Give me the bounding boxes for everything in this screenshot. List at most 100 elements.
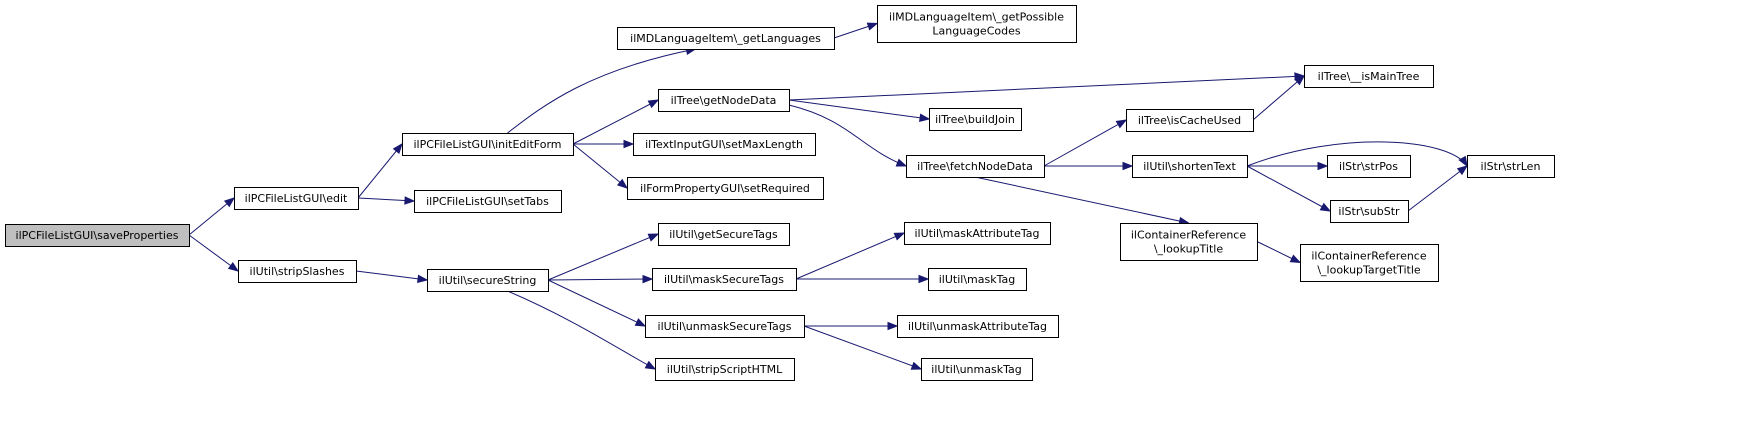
node-box [1300, 244, 1439, 282]
node-box [1126, 109, 1254, 132]
edge-line [355, 270, 428, 281]
node-str-len[interactable]: ilStr\strLen [1467, 155, 1555, 178]
edge-unmask-secure-tags-to-unmask-tag [803, 325, 923, 370]
edge-line [974, 176, 1189, 224]
edge-strip-slashes-to-secure-string [355, 270, 429, 283]
node-lookup-target-title[interactable]: ilContainerReference\_lookupTargetTitle [1300, 244, 1439, 282]
arrow-head-icon [1456, 165, 1469, 176]
node-edit[interactable]: ilPCFileListGUI\edit [234, 187, 359, 210]
arrow-head-icon [223, 197, 236, 208]
arrow-head-icon [893, 232, 906, 241]
edge-mask-secure-tags-to-mask-tag [796, 274, 930, 284]
node-init-edit-form[interactable]: ilPCFileListGUI\initEditForm [402, 133, 574, 156]
edge-line [507, 290, 656, 370]
node-box [633, 133, 816, 156]
node-get-possible-language-codes[interactable]: ilMDLanguageItem\_getPossibleLanguageCod… [877, 5, 1077, 43]
node-label: ilUtil\getSecureTags [669, 228, 778, 241]
edge-get-languages-to-get-possible-language-codes [833, 22, 879, 39]
node-unmask-tag[interactable]: ilUtil\unmaskTag [921, 358, 1033, 381]
node-label: ilUtil\secureString [439, 274, 537, 287]
node-strip-script-html[interactable]: ilUtil\stripScriptHTML [655, 358, 795, 381]
node-box [904, 222, 1051, 245]
node-mask-secure-tags[interactable]: ilUtil\maskSecureTags [652, 268, 797, 291]
edge-sub-str-to-str-len [1407, 165, 1469, 212]
arrow-head-icon [918, 274, 930, 284]
node-box [627, 177, 824, 200]
node-unmask-secure-tags[interactable]: ilUtil\unmaskSecureTags [645, 315, 805, 338]
node-label: \_lookupTargetTitle [1317, 264, 1421, 277]
edge-line [795, 232, 905, 280]
arrow-head-icon [1317, 161, 1329, 171]
node-label: ilTree\__isMainTree [1318, 70, 1420, 83]
node-is-cache-used[interactable]: ilTree\isCacheUsed [1126, 109, 1254, 132]
node-box [928, 268, 1027, 291]
arrow-head-icon [647, 99, 660, 109]
edge-edit-to-init-edit-form [357, 142, 403, 199]
node-box [238, 260, 357, 283]
node-shorten-text[interactable]: ilUtil\shortenText [1132, 155, 1248, 178]
node-mask-tag[interactable]: ilUtil\maskTag [928, 268, 1027, 291]
arrow-head-icon [227, 262, 240, 272]
arrow-head-icon [895, 158, 908, 167]
arrow-head-icon [1122, 161, 1134, 171]
edge-root-to-strip-slashes [188, 234, 240, 272]
node-label: ilPCFileListGUI\initEditForm [414, 138, 562, 151]
node-str-pos[interactable]: ilStr\strPos [1327, 155, 1411, 178]
node-label: ilUtil\maskAttributeTag [914, 227, 1039, 240]
node-box [906, 155, 1045, 178]
edge-get-node-data-to-fetch-node-data [788, 104, 908, 167]
node-lookup-title[interactable]: ilContainerReference\_lookupTitle [1120, 223, 1258, 261]
arrow-head-icon [404, 196, 416, 205]
node-label: ilUtil\stripScriptHTML [667, 363, 783, 376]
node-unmask-attribute-tag[interactable]: ilUtil\unmaskAttributeTag [897, 315, 1059, 338]
arrow-head-icon [910, 361, 923, 370]
edge-init-edit-form-to-set-required [572, 143, 629, 189]
arrow-head-icon [623, 139, 635, 149]
node-set-max-length[interactable]: ilTextInputGUI\setMaxLength [633, 133, 816, 156]
edge-is-cache-used-to-is-main-tree [1252, 75, 1306, 121]
arrow-head-icon [392, 142, 403, 155]
node-build-join[interactable]: ilTree\buildJoin [929, 108, 1022, 131]
node-label: ilUtil\maskTag [939, 273, 1015, 286]
node-fetch-node-data[interactable]: ilTree\fetchNodeData [906, 155, 1045, 178]
node-label: ilTextInputGUI\setMaxLength [645, 138, 803, 151]
node-secure-string[interactable]: ilUtil\secureString [427, 269, 549, 292]
node-box [1304, 65, 1434, 88]
node-mask-attribute-tag[interactable]: ilUtil\maskAttributeTag [904, 222, 1051, 245]
node-set-tabs[interactable]: ilPCFileListGUI\setTabs [414, 190, 562, 213]
node-label: ilTree\buildJoin [935, 113, 1015, 126]
edge-secure-string-to-strip-script-html [507, 290, 657, 370]
node-box [652, 268, 797, 291]
node-set-required[interactable]: ilFormPropertyGUI\setRequired [627, 177, 824, 200]
node-box [655, 358, 795, 381]
edge-line [788, 104, 907, 167]
node-get-node-data[interactable]: ilTree\getNodeData [658, 89, 790, 112]
node-label: ilStr\strLen [1481, 160, 1541, 173]
node-box [1330, 200, 1409, 223]
arrow-head-icon [1289, 254, 1302, 264]
edge-line [1246, 165, 1331, 212]
node-get-languages[interactable]: ilMDLanguageItem\_getLanguages [617, 27, 835, 50]
edge-edit-to-set-tabs [357, 196, 416, 205]
edge-init-edit-form-to-get-node-data [572, 99, 660, 145]
edge-line [188, 234, 239, 272]
node-strip-slashes[interactable]: ilUtil\stripSlashes [238, 260, 357, 283]
node-label: LanguageCodes [932, 25, 1020, 38]
edge-line [803, 325, 922, 370]
edge-line [572, 143, 628, 189]
node-sub-str[interactable]: ilStr\subStr [1330, 200, 1409, 223]
edge-secure-string-to-unmask-secure-tags [547, 279, 647, 327]
node-box [877, 5, 1077, 43]
arrow-head-icon [647, 233, 660, 242]
edge-fetch-node-data-to-is-cache-used [1043, 119, 1128, 167]
edge-lookup-title-to-lookup-target-title [1256, 241, 1302, 264]
node-label: ilPCFileListGUI\edit [245, 192, 348, 205]
node-label: ilUtil\unmaskTag [931, 363, 1021, 376]
node-label: ilPCFileListGUI\saveProperties [16, 229, 179, 242]
node-get-secure-tags[interactable]: ilUtil\getSecureTags [658, 223, 790, 246]
edge-line [572, 99, 659, 145]
node-box [402, 133, 574, 156]
node-label: ilTree\fetchNodeData [917, 160, 1033, 173]
node-is-main-tree[interactable]: ilTree\__isMainTree [1304, 65, 1434, 88]
edge-line [788, 75, 1305, 101]
